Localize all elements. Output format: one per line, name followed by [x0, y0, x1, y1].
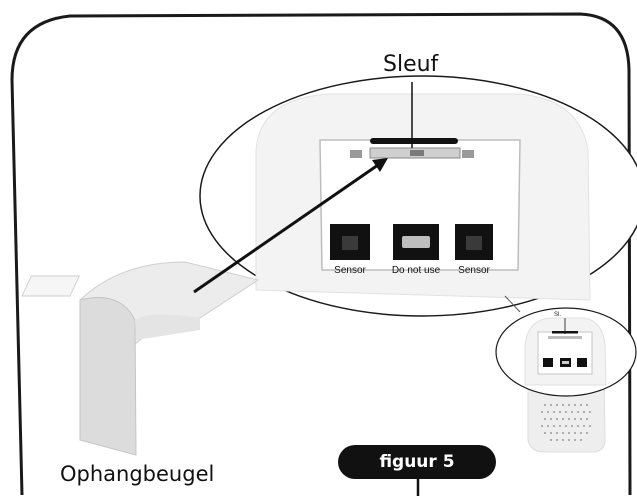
slot-rail [350, 147, 474, 159]
port-left [330, 224, 370, 260]
hanging-bracket [21, 261, 260, 456]
slot [370, 138, 458, 144]
slot-label: Sleuf [383, 52, 439, 77]
connector-line [504, 295, 521, 313]
port-label-left: Sensor [334, 265, 366, 276]
bracket-label: Ophangbeugel [60, 462, 215, 486]
port-right [455, 224, 493, 260]
insert-arrow-line [193, 163, 379, 294]
port-label-right: Sensor [458, 265, 490, 276]
figure-badge: figuur 5 [338, 445, 496, 479]
speaker-grille [541, 404, 591, 441]
insert-arrow-head [372, 158, 388, 172]
port-label-middle: Do not use [391, 265, 441, 276]
small-device-top [524, 317, 607, 386]
outer-frame [10, 12, 632, 496]
small-slot-label: Sl. [554, 312, 562, 318]
port-middle [393, 224, 439, 260]
